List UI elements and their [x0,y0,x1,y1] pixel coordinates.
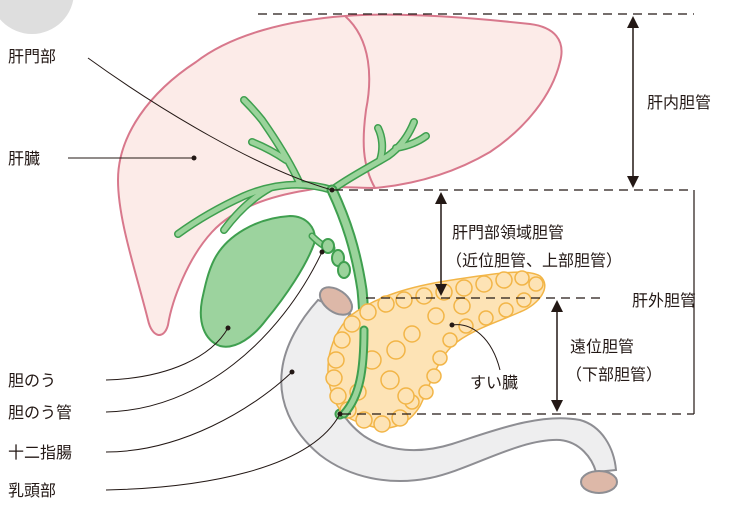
label-perihilar-duct: 肝門部領域胆管 [452,223,564,242]
duodenum-opening-bottom [581,471,617,493]
label-cystic-duct: 胆のう管 [8,403,72,422]
label-papilla: 乳頭部 [8,481,56,500]
corner-badge [0,0,74,34]
label-perihilar-sub: （近位胆管、上部胆管） [446,251,622,270]
label-duodenum: 十二指腸 [8,443,72,462]
cystic-duct [312,236,350,278]
label-distal-sub: （下部胆管） [566,365,662,384]
label-liver: 肝臓 [8,149,40,168]
label-intrahepatic-duct: 肝内胆管 [647,93,711,112]
label-distal-duct: 遠位胆管 [570,337,634,356]
label-extrahepatic-duct: 肝外胆管 [632,291,696,310]
label-gallbladder: 胆のう [8,371,56,390]
label-pancreas: すい臓 [470,373,518,392]
label-hilum: 肝門部 [8,47,56,66]
